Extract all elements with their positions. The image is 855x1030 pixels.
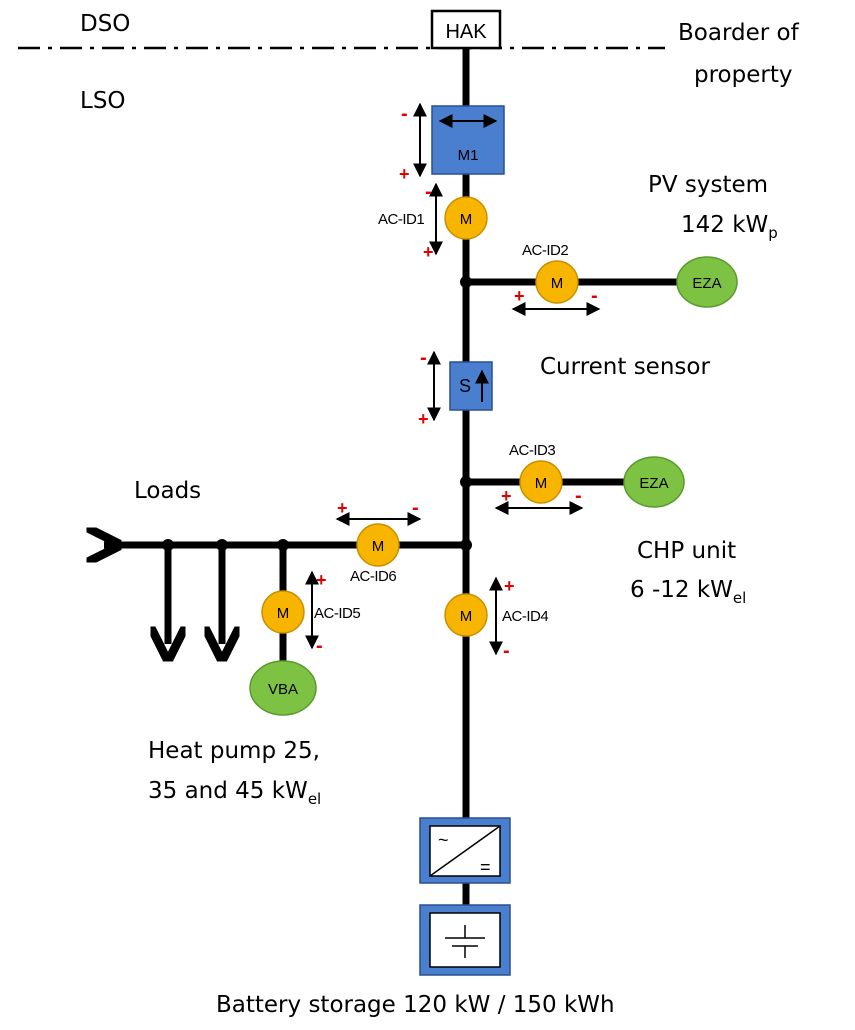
pv-label-line1: PV system <box>648 172 768 198</box>
ac-id3-plus-sign: + <box>501 486 512 506</box>
ac-id4-plus-sign: + <box>504 576 515 596</box>
sensor-minus-sign: - <box>420 347 427 369</box>
m1-label: M1 <box>458 147 479 164</box>
ac-id5-label: AC-ID5 <box>314 605 360 622</box>
battery-cell-inner <box>429 912 501 968</box>
ac-id5-meter-label: M <box>277 605 290 622</box>
chp-label-line1: CHP unit <box>637 538 736 564</box>
lso-label: LSO <box>80 88 126 114</box>
ac-id2-label: AC-ID2 <box>522 242 568 259</box>
ac-id6-label: AC-ID6 <box>350 568 396 585</box>
inverter-ac-symbol: ~ <box>438 830 449 850</box>
ac-id1-plus-sign: + <box>423 242 434 262</box>
ac-id4-label: AC-ID4 <box>502 608 548 625</box>
border-label-line1: Boarder of <box>678 20 800 46</box>
m1-plus-sign: + <box>399 164 410 184</box>
loads-label: Loads <box>134 478 201 504</box>
ac-id1-label: AC-ID1 <box>378 211 424 228</box>
ac-id1-meter <box>444 196 488 240</box>
chp-eza-label: EZA <box>639 475 668 492</box>
chp-junction <box>460 476 472 488</box>
pv-eza-label: EZA <box>692 275 721 292</box>
loads-junction-main <box>460 539 472 551</box>
pv-junction <box>460 276 472 288</box>
pv-label-value: 142 kWp <box>681 212 778 242</box>
ac-id3-label: AC-ID3 <box>509 442 555 459</box>
vba-node <box>249 660 317 716</box>
dso-label: DSO <box>80 11 130 37</box>
battery-label: Battery storage 120 kW / 150 kWh <box>216 992 615 1018</box>
ac-id2-plus-sign: + <box>514 286 525 306</box>
hak-box <box>430 9 502 50</box>
current-sensor-text: Current sensor <box>540 354 710 380</box>
ac-id5-minus-sign: - <box>316 635 323 657</box>
sensor-plus-sign: + <box>418 409 429 429</box>
hak-label: HAK <box>445 21 487 43</box>
heat-pump-label-line1: Heat pump 25, <box>148 738 320 764</box>
ac-id6-meter-label: M <box>372 538 385 555</box>
inverter-diagonal <box>429 825 501 877</box>
ac-id1-minus-sign: - <box>425 181 432 203</box>
current-sensor-label: S <box>459 376 471 396</box>
ac-id3-minus-sign: - <box>575 485 582 507</box>
chp-eza-node <box>623 456 685 508</box>
ac-id4-meter-label: M <box>460 608 473 625</box>
ac-id1-meter-label: M <box>460 211 473 228</box>
chp-label-value: 6 -12 kWel <box>630 577 746 607</box>
ac-id5-plus-sign: + <box>316 570 327 590</box>
ac-id6-minus-sign: - <box>412 497 419 519</box>
pv-eza-node <box>676 256 738 308</box>
border-label-line2: property <box>694 62 792 88</box>
ac-id2-minus-sign: - <box>591 285 598 307</box>
ac-id6-plus-sign: + <box>337 498 348 518</box>
ac-id4-meter <box>444 593 488 637</box>
ac-id3-meter-label: M <box>535 475 548 492</box>
ac-id2-meter-label: M <box>551 275 564 292</box>
inverter-dc-symbol: = <box>480 857 491 877</box>
ac-id4-minus-sign: - <box>503 640 510 662</box>
vba-label: VBA <box>268 681 298 698</box>
heat-pump-label-value: 35 and 45 kWel <box>148 778 321 808</box>
m1-minus-sign: - <box>401 103 408 125</box>
ac-id5-meter <box>261 590 305 634</box>
